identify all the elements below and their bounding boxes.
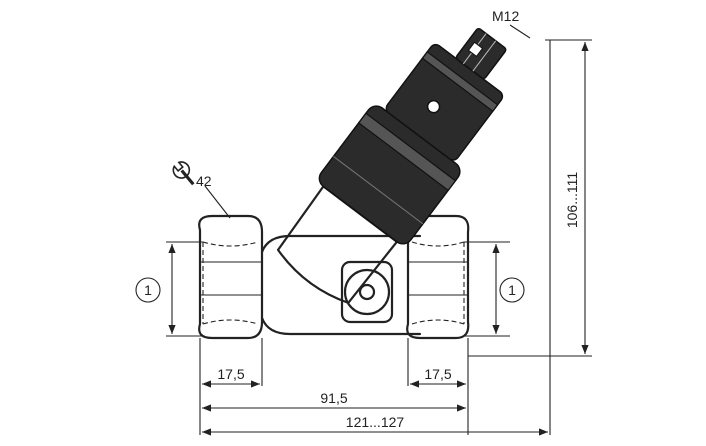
dimension-lines [168, 24, 589, 436]
hex-length-right-label: 17,5 [424, 366, 451, 382]
thread-marker-right-label: 1 [508, 282, 516, 298]
wrench-size-label: 42 [196, 173, 212, 189]
sensor-head [276, 28, 507, 304]
extension-lines [166, 39, 592, 435]
overall-length-label: 121...127 [346, 414, 405, 430]
wrench-icon [172, 161, 195, 186]
height-dimension-label: 106...111 [564, 172, 580, 229]
hex-length-left-label: 17,5 [217, 366, 244, 382]
body-length-label: 91,5 [320, 390, 347, 406]
thread-marker-left-label: 1 [144, 282, 152, 298]
connector-label: M12 [492, 8, 519, 24]
valve-body [198, 214, 470, 340]
thread-marker-left: 1 [135, 277, 161, 303]
thread-marker-right: 1 [499, 277, 525, 303]
